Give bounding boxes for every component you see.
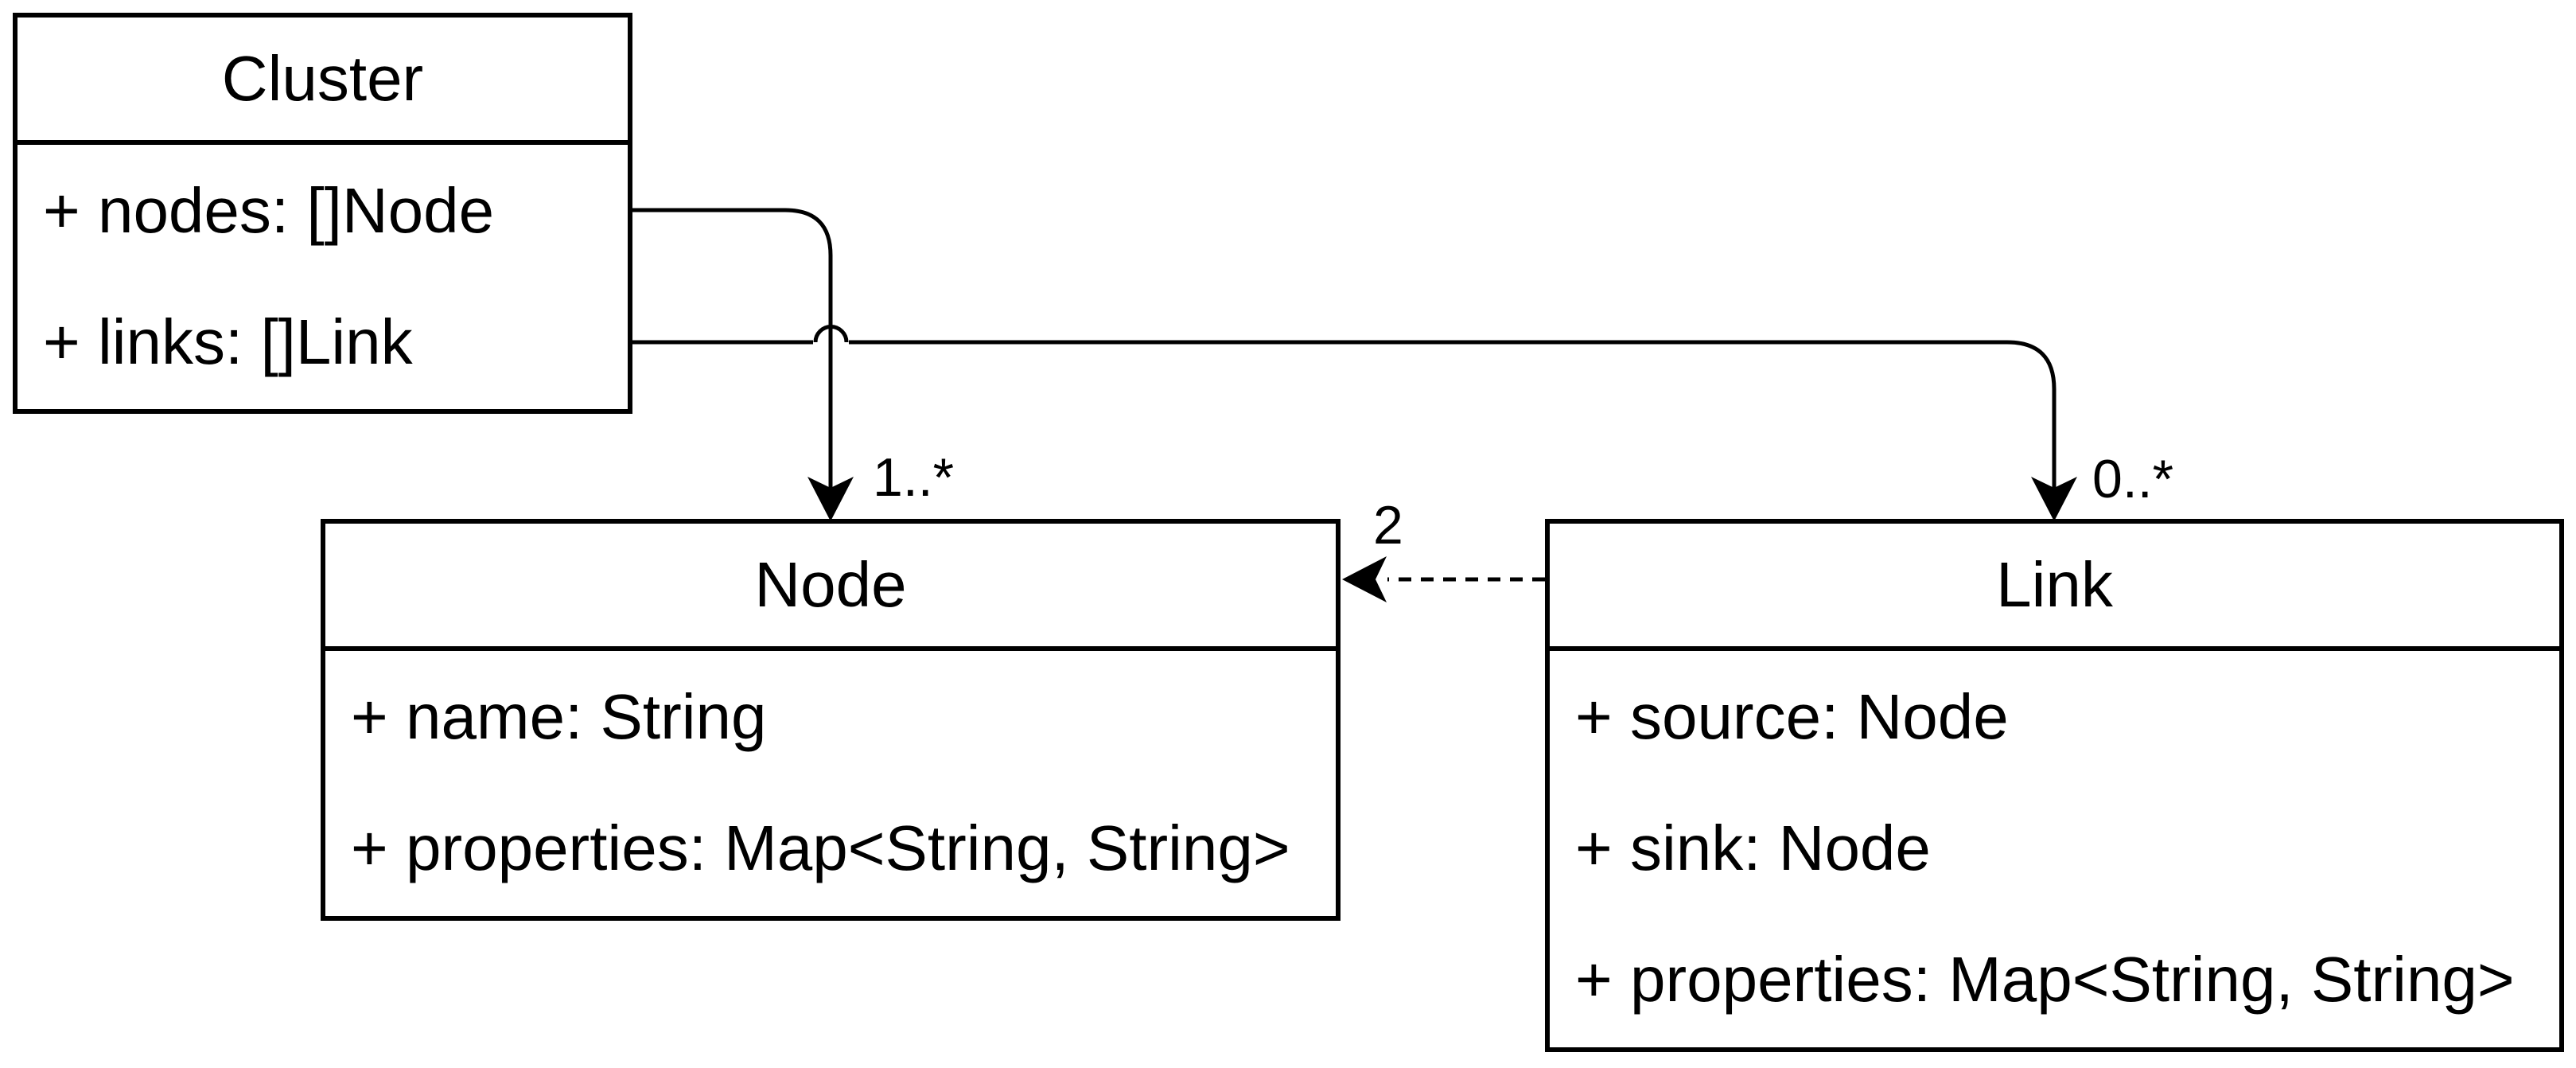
arrowhead-link-to-node — [1342, 556, 1387, 602]
attribute-cluster-nodes: + nodes: []Node — [43, 174, 495, 246]
edge-cluster-to-node — [632, 208, 833, 490]
attribute-link-sink: + sink: Node — [1575, 812, 1931, 883]
arrowhead-cluster-to-node — [807, 477, 854, 521]
class-box-cluster: Cluster + nodes: []Node + links: []Link — [13, 13, 632, 414]
class-title-link: Link — [1550, 524, 2559, 651]
class-title-node: Node — [325, 524, 1336, 651]
multiplicity-link-node: 2 — [1373, 495, 1403, 555]
multiplicity-cluster-node: 1..* — [873, 447, 955, 508]
class-box-link: Link + source: Node + sink: Node + prope… — [1545, 519, 2564, 1052]
attribute-link-source: + source: Node — [1575, 680, 2009, 752]
attribute-cluster-links: + links: []Link — [43, 306, 413, 377]
attribute-node-name: + name: String — [351, 680, 767, 752]
attribute-node-properties: + properties: Map<String, String> — [351, 812, 1290, 883]
arrowhead-cluster-to-link — [2031, 477, 2077, 521]
class-box-node: Node + name: String + properties: Map<St… — [321, 519, 1341, 921]
multiplicity-cluster-link: 0..* — [2092, 449, 2174, 509]
edge-cluster-to-link — [632, 325, 2057, 490]
class-title-cluster: Cluster — [18, 18, 628, 145]
attribute-link-properties: + properties: Map<String, String> — [1575, 943, 2515, 1015]
